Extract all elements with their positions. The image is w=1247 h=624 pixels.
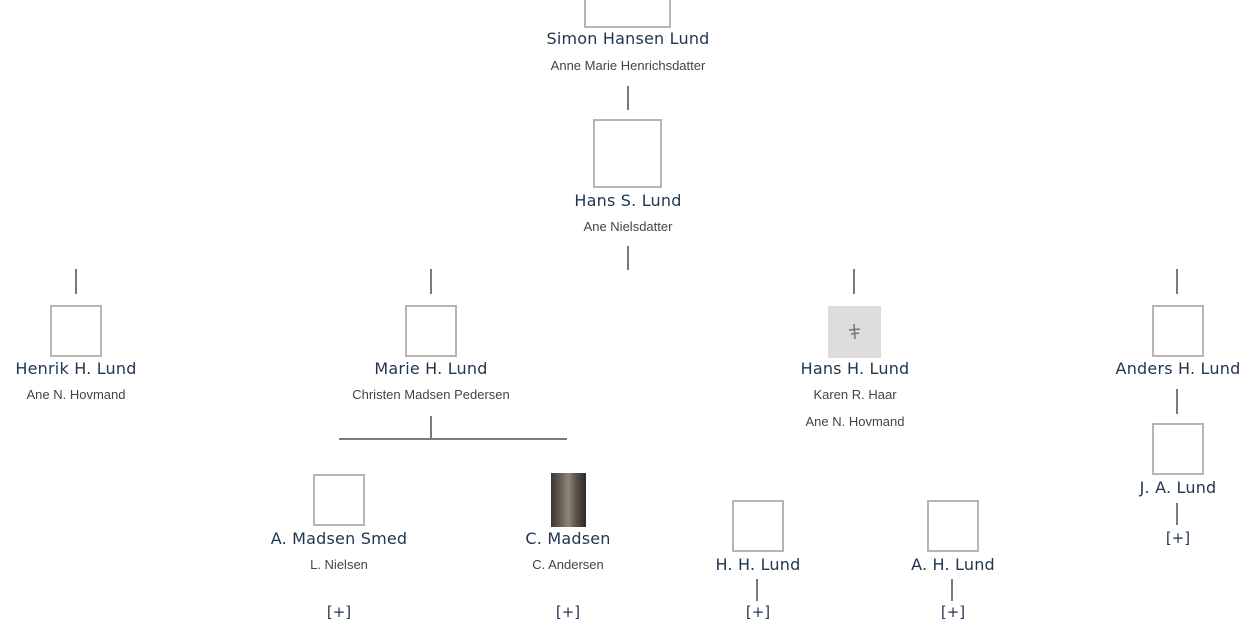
anders-photo-frame[interactable] [1152, 305, 1204, 357]
expand-j-a-lund[interactable]: [+] [1165, 529, 1191, 547]
spouse-name-henrik[interactable]: Ane N. Hovmand [26, 387, 126, 402]
person-name-marie[interactable]: Marie H. Lund [374, 359, 488, 378]
spouse-name-c-madsen[interactable]: C. Andersen [532, 557, 604, 572]
person-name-a-madsen[interactable]: A. Madsen Smed [270, 529, 408, 548]
j-a-lund-photo-frame[interactable] [1152, 423, 1204, 475]
sibling-bar [339, 438, 567, 440]
spouse-name-hans-h-1[interactable]: Karen R. Haar [813, 387, 897, 402]
connector-line [756, 579, 758, 601]
h-h-lund-photo-frame[interactable] [732, 500, 784, 552]
connector-line [430, 416, 432, 438]
person-name-anders[interactable]: Anders H. Lund [1115, 359, 1241, 378]
person-name-henrik[interactable]: Henrik H. Lund [15, 359, 137, 378]
expand-a-h-lund[interactable]: [+] [940, 603, 966, 621]
expand-c-madsen[interactable]: [+] [555, 603, 581, 621]
connector-line [853, 269, 855, 294]
connector-line [75, 269, 77, 294]
person-name-hans-h[interactable]: Hans H. Lund [800, 359, 910, 378]
spouse-name-a-madsen[interactable]: L. Nielsen [310, 557, 368, 572]
person-name-hans-s[interactable]: Hans S. Lund [574, 191, 682, 210]
person-name-simon[interactable]: Simon Hansen Lund [546, 29, 710, 48]
marie-photo-frame[interactable] [405, 305, 457, 357]
connector-line [430, 269, 432, 294]
connector-line [627, 246, 629, 270]
connector-line [627, 86, 629, 110]
person-name-j-a-lund[interactable]: J. A. Lund [1139, 478, 1217, 497]
spouse-name-marie[interactable]: Christen Madsen Pedersen [352, 387, 510, 402]
connector-line [1176, 269, 1178, 294]
connector-line [951, 579, 953, 601]
connector-line [1176, 389, 1178, 414]
hans-s-photo-frame[interactable] [593, 119, 662, 188]
photo-sketch-icon [848, 323, 860, 340]
person-name-a-h-lund[interactable]: A. H. Lund [911, 555, 995, 574]
c-madsen-photo-thumbnail[interactable] [551, 473, 586, 527]
simon-photo-frame [584, 0, 671, 28]
hans-h-photo-thumbnail[interactable] [828, 306, 881, 358]
a-h-lund-photo-frame[interactable] [927, 500, 979, 552]
expand-h-h-lund[interactable]: [+] [745, 603, 771, 621]
person-name-h-h-lund[interactable]: H. H. Lund [715, 555, 801, 574]
connector-line [1176, 503, 1178, 525]
person-name-c-madsen[interactable]: C. Madsen [525, 529, 611, 548]
spouse-name-simon[interactable]: Anne Marie Henrichsdatter [550, 58, 706, 73]
expand-a-madsen[interactable]: [+] [326, 603, 352, 621]
spouse-name-hans-s[interactable]: Ane Nielsdatter [583, 219, 673, 234]
a-madsen-photo-frame[interactable] [313, 474, 365, 526]
henrik-photo-frame[interactable] [50, 305, 102, 357]
spouse-name-hans-h-2[interactable]: Ane N. Hovmand [805, 414, 905, 429]
